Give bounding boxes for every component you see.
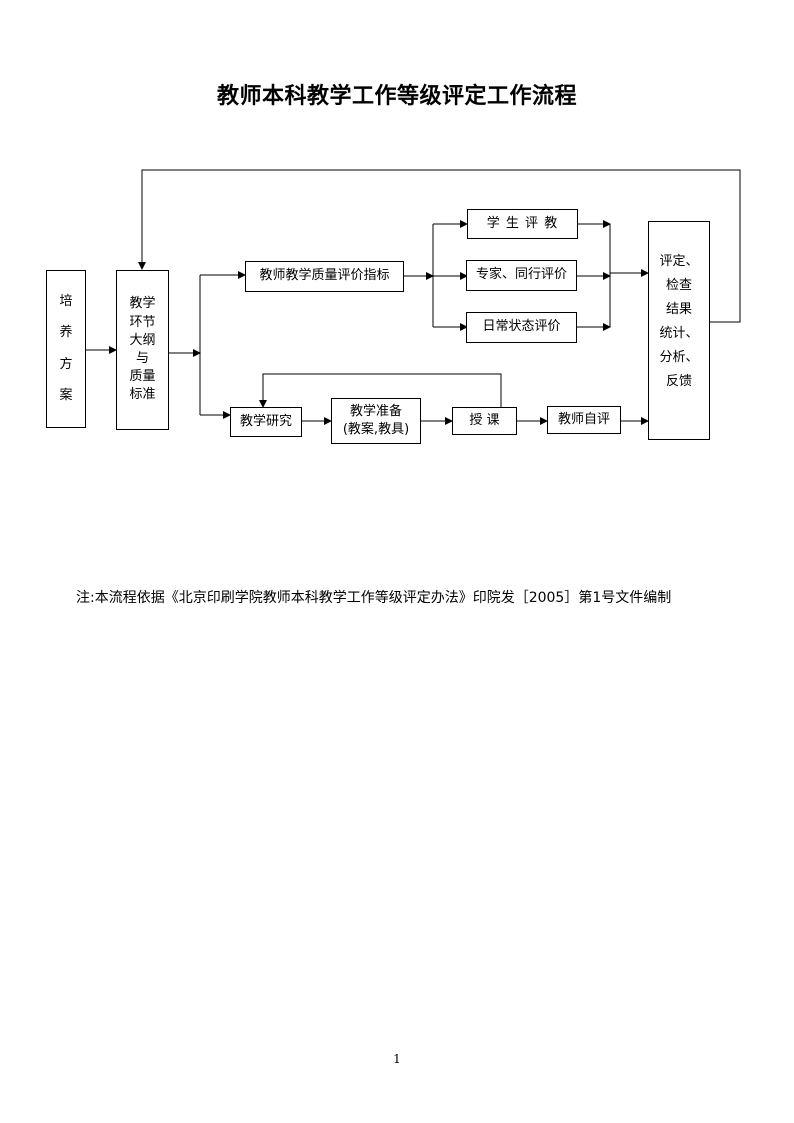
result-line: 结果	[665, 302, 692, 318]
lecture-box: 授 课	[452, 407, 517, 435]
outline-line: 质量	[129, 369, 156, 385]
result-feedback-box: 评定、 检查 结果 统计、 分析、 反馈	[648, 221, 710, 440]
result-line: 反馈	[665, 374, 692, 390]
result-line: 统计、	[659, 326, 699, 342]
footnote: 注:本流程依据《北京印刷学院教师本科教学工作等级评定办法》印院发［2005］第1…	[76, 590, 672, 606]
training-plan-char: 养	[59, 325, 73, 341]
training-plan-char: 案	[59, 387, 73, 403]
teaching-prep-box: 教学准备 (教案,教具)	[331, 398, 421, 444]
result-line: 分析、	[659, 350, 699, 366]
self-eval-box: 教师自评	[547, 406, 621, 434]
quality-index-box: 教师教学质量评价指标	[245, 261, 404, 292]
daily-eval-box: 日常状态评价	[466, 312, 577, 343]
teaching-prep-label: 教学准备	[349, 404, 402, 420]
expert-eval-box: 专家、同行评价	[466, 260, 577, 291]
page-number: 1	[393, 1052, 401, 1066]
teaching-prep-sublabel: (教案,教具)	[342, 422, 410, 437]
outline-line: 教学	[129, 296, 156, 312]
result-line: 检查	[665, 278, 692, 294]
training-plan-char: 培	[59, 294, 73, 309]
loop-teach-to-research	[259, 373, 502, 408]
outline-line: 环节	[129, 314, 156, 330]
loop-result-feedback	[138, 169, 741, 323]
training-plan-char: 方	[59, 356, 73, 372]
outline-line: 标准	[129, 387, 156, 403]
page-title: 教师本科教学工作等级评定工作流程	[216, 84, 577, 109]
teaching-research-box: 教学研究	[230, 407, 302, 437]
result-line: 评定、	[659, 254, 699, 269]
outline-standard-box: 教学 环节 大纲 与 质量 标准	[116, 270, 169, 430]
outline-line: 与	[135, 351, 149, 366]
outline-line: 大纲	[129, 332, 156, 348]
student-eval-box: 学 生 评 教	[467, 209, 578, 239]
training-plan-box: 培 养 方 案	[46, 270, 86, 428]
